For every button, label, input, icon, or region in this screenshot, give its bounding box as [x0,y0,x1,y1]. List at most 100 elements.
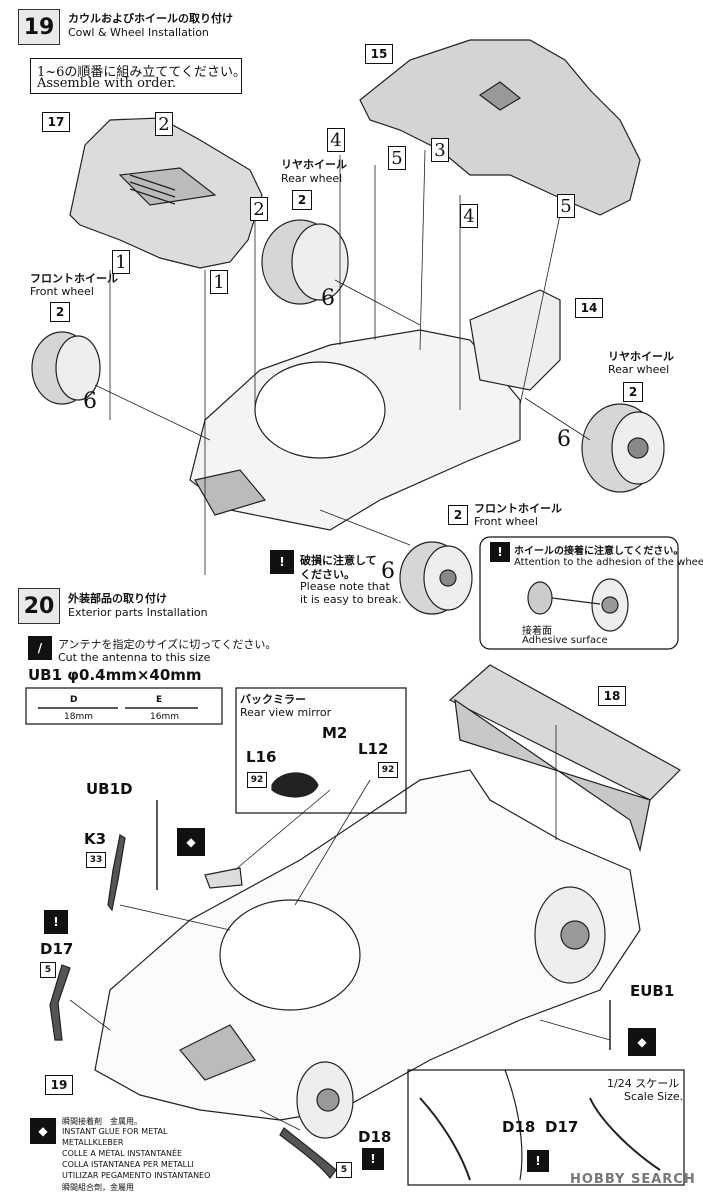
antenna-d-label: D [70,695,78,705]
part-k3: K3 [84,830,107,848]
ub1-d-suffix: D [120,780,133,798]
paint-5-bottom: 5 [336,1162,352,1178]
glue-it: COLLA ISTANTANEA PER METALLI [62,1160,194,1169]
rear-cowl-part [359,39,641,216]
glue-de: METALLKLEBER [62,1138,124,1147]
seq-2-front-cowl: 2 [155,112,173,136]
adhesion-caution-icon: ! [490,542,510,562]
front-wheel-bottom-jp: フロントホイール [474,502,562,515]
glue-legend-icon: ◆ [30,1118,56,1144]
rear-wheel-right-en: Rear wheel [608,363,670,376]
antenna-d-length: 18mm [64,712,93,722]
adhesion-detail-wheel [527,578,629,632]
ub1-e-label: EUB1 [630,982,674,1000]
part-19-label: 19 [45,1075,73,1095]
paint-92-left: 92 [247,772,267,788]
step-20-title-en: Exterior parts Installation [68,606,208,619]
step-19-title-en: Cowl & Wheel Installation [68,26,209,39]
d17-strip [49,964,71,1041]
antenna-e-length: 16mm [150,712,179,722]
rear-wheel-label-en: Rear wheel [281,172,343,185]
part-2-front-left: 2 [50,302,70,322]
ub1-spec: UB1 φ0.4mm×40mm [28,666,202,684]
order-note-jp: 1~6の順番に組み立ててください。 [37,65,247,80]
scale-d18: D18 [502,1118,536,1136]
mirror-label-en: Rear view mirror [240,706,332,719]
k3-strip [107,834,126,912]
glue-diamond-top: ◆ [177,828,205,856]
seq-6-right: 6 [557,426,571,452]
watermark: HOBBY SEARCH [570,1172,696,1187]
part-2-rear-right: 2 [623,382,643,402]
order-note: 1~6の順番に組み立ててください。 Assemble with order. [30,58,246,94]
adhesive-surface-en: Adhesive surface [522,635,608,646]
caution-jp-1: 破損に注意して [300,554,377,567]
scale-d17: D17 [545,1118,579,1136]
rear-mirror-part [204,867,243,889]
paint-5-left: 5 [40,962,56,978]
step-19-title-jp: カウルおよびホイールの取り付け [68,12,233,25]
seq-4-left: 4 [327,128,345,152]
seq-6-top: 6 [321,285,335,311]
part-m2: M2 [322,724,348,742]
part-18-label: 18 [598,686,626,706]
antenna-e-label: E [156,695,163,705]
front-wheel-label-en: Front wheel [30,285,94,298]
rear-wheel-label-jp: リヤホイール [281,158,347,171]
adhesion-en: Attention to the adhesion of the wheel. [514,557,703,568]
front-wheel-label-jp: フロントホイール [30,272,118,285]
part-d17-left: D17 [40,940,74,958]
part-d18: D18 [358,1128,392,1146]
seq-6-left: 6 [83,388,97,414]
finished-front-wheel [296,1061,354,1139]
part-15-label: 15 [365,44,393,64]
front-wheel-left [31,331,101,405]
paint-92-right: 92 [378,762,398,778]
glue-en-1: INSTANT GLUE FOR METAL [62,1127,168,1136]
rear-wheel-right [581,403,665,493]
ub1-e-text: UB1 [640,982,675,1000]
paint-33: 33 [86,852,106,868]
caution-icon: ! [270,550,294,574]
part-l12: L12 [358,740,389,758]
step-20-number: 20 [18,588,60,624]
cut-note-en: Cut the antenna to this size [58,651,211,664]
glue-jp-1: 瞬間接着剤 金属用。 [62,1117,142,1126]
finished-rear-wheel [534,886,606,984]
glue-fr: COLLE A MÉTAL INSTANTANÉE [62,1149,183,1158]
seq-4-right: 4 [460,204,478,228]
part-14-label: 14 [575,298,603,318]
cut-icon: / [28,636,52,660]
part-l16: L16 [246,748,277,766]
seq-3: 3 [431,138,449,162]
seq-2-chassis: 2 [250,197,268,221]
glue-cn: 瞬間組合劑，金屬用 [62,1183,134,1192]
adhesion-jp: ホイールの接着に注意してください。 [514,546,684,557]
glue-es: UTILIZAR PEGAMENTO INSTANTANEO [62,1171,211,1180]
part-2-rear-top: 2 [292,190,312,210]
step-19-number: 19 [18,9,60,45]
cut-note-jp: アンテナを指定のサイズに切ってください。 [58,638,277,651]
caution-icon-scale: ! [527,1150,549,1172]
ub1-d-label: UB1D [86,780,133,798]
caution-en-2: it is easy to break. [300,593,402,606]
front-wheel-bottom-en: Front wheel [474,515,538,528]
scale-label-jp: 1/24 スケール [607,1077,680,1090]
part-17-label: 17 [42,112,70,132]
rear-wheel-right-jp: リヤホイール [608,350,674,363]
ub1-e-prefix: E [630,982,641,1000]
seq-5-right: 5 [557,194,575,218]
seq-1-right: 1 [210,270,228,294]
rear-wheel-top [261,219,349,305]
caution-icon-d18: ! [362,1148,384,1170]
seq-5-left: 5 [388,146,406,170]
mirror-lens [271,772,319,798]
part-2-front-bottom: 2 [448,505,468,525]
scale-label-en: Scale Size. [624,1090,684,1103]
ub1-text: UB1 [86,780,121,798]
caution-icon-d17: ! [44,910,68,934]
rear-wing [448,664,681,853]
order-note-en: Assemble with order. [37,76,177,91]
caution-en-1: Please note that [300,580,390,593]
